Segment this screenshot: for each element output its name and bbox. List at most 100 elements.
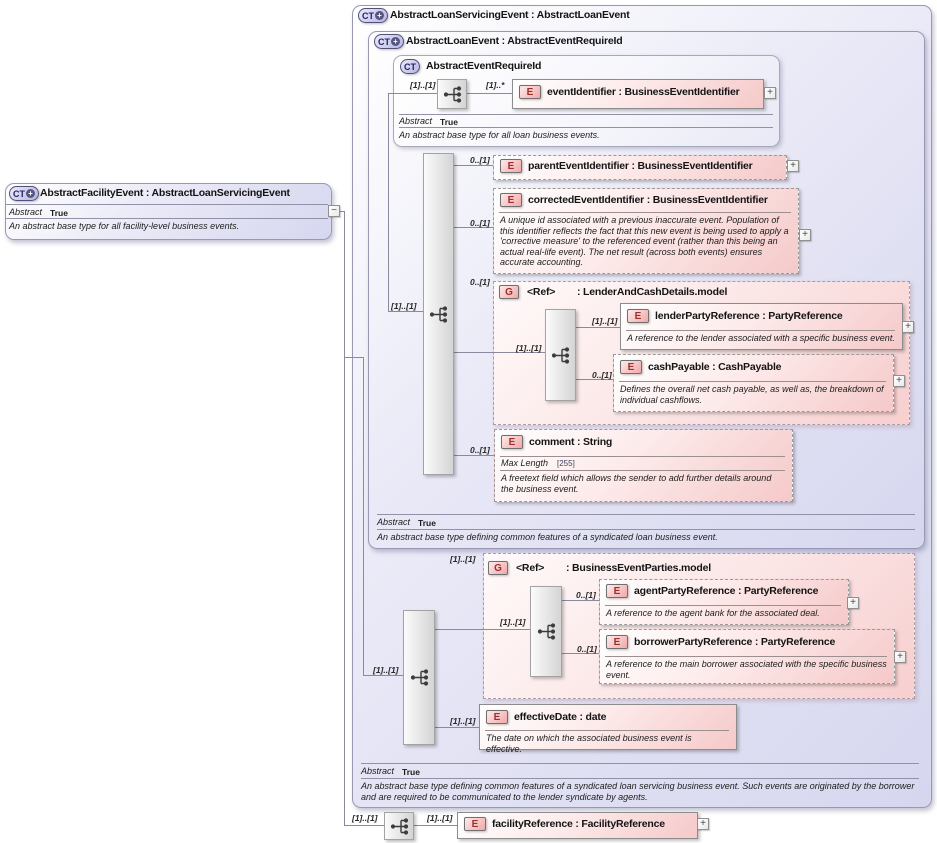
element-label: cashPayable : CashPayable [648, 361, 782, 373]
cardinality-label: [1]..* [486, 80, 505, 90]
abstract-label: Abstract [377, 517, 411, 527]
group-icon: G [488, 561, 508, 575]
expand-button[interactable]: + [799, 229, 811, 241]
divider [6, 204, 328, 205]
connector-line [574, 379, 613, 380]
element-label: parentEventIdentifier : BusinessEventIde… [528, 160, 753, 172]
element-cash-payable[interactable] [613, 354, 894, 412]
divider [399, 127, 773, 128]
connector-line [412, 825, 457, 826]
element-description: A reference to the lender associated wit… [627, 333, 895, 343]
connector-line [344, 211, 345, 825]
cardinality-label: [1]..[1] [500, 617, 526, 627]
group-ref-label: <Ref> [516, 562, 545, 574]
expand-button[interactable]: + [787, 160, 799, 172]
loan-event-description: An abstract base type defining common fe… [377, 532, 718, 542]
connector-line [339, 211, 345, 212]
divider [619, 381, 886, 382]
connector-line [560, 600, 599, 601]
expand-button[interactable]: + [894, 651, 906, 663]
element-label: eventIdentifier : BusinessEventIdentifie… [547, 86, 740, 98]
element-icon: E [606, 635, 628, 649]
abstract-value: True [440, 117, 458, 127]
element-label: correctedEventIdentifier : BusinessEvent… [528, 194, 768, 206]
element-event-identifier[interactable] [512, 79, 764, 109]
divider [377, 529, 915, 530]
element-parent-event-identifier[interactable] [493, 155, 787, 180]
abstract-value: True [402, 767, 420, 777]
cardinality-label: [1]..[1] [592, 316, 618, 326]
element-description: A unique id associated with a previous i… [500, 215, 789, 267]
element-comment[interactable] [494, 429, 793, 502]
expand-button[interactable]: + [697, 818, 709, 830]
expand-button[interactable]: + [764, 87, 776, 99]
cardinality-label: 0..[1] [470, 218, 490, 228]
element-label: lenderPartyReference : PartyReference [655, 310, 843, 322]
divider [605, 605, 841, 606]
element-icon: E [501, 435, 523, 449]
element-label: effectiveDate : date [514, 711, 607, 723]
connector-line [388, 93, 443, 94]
connector-line [433, 629, 530, 630]
group-icon: G [499, 285, 519, 299]
complex-type-icon: CT + [9, 186, 39, 201]
element-description: A reference to the main borrower associa… [606, 659, 887, 680]
abstract-value: True [50, 208, 68, 218]
element-description: The date on which the associated busines… [486, 733, 692, 754]
divider [6, 218, 328, 219]
connector-line [344, 825, 384, 826]
divider [399, 114, 773, 115]
divider [605, 656, 887, 657]
element-icon: E [464, 817, 486, 831]
element-icon: E [519, 85, 541, 99]
complex-type-icon: CT + [374, 34, 404, 49]
expand-button[interactable]: + [847, 597, 859, 609]
connector-line [452, 455, 494, 456]
event-require-id-description: An abstract base type for all loan busin… [399, 130, 600, 140]
connector-line [388, 93, 389, 311]
connector-line [344, 357, 363, 358]
divider [626, 330, 895, 331]
derived-type-plus-icon: + [26, 189, 35, 198]
element-icon: E [500, 193, 522, 207]
max-length-value: [255] [557, 459, 575, 468]
divider [485, 730, 729, 731]
element-effective-date[interactable] [479, 704, 737, 750]
collapse-button[interactable]: − [328, 205, 340, 217]
element-description: Defines the overall net cash payable, as… [620, 384, 884, 405]
expand-button[interactable]: + [893, 375, 905, 387]
sequence-bar [403, 610, 435, 745]
derived-type-plus-icon: + [375, 11, 384, 20]
sequence-icon [443, 85, 461, 103]
element-icon: E [627, 309, 649, 323]
group-ref-label: <Ref> [527, 286, 556, 298]
ct-badge-label: CT [13, 188, 25, 199]
element-lender-party-reference[interactable] [620, 303, 903, 350]
connector-line [560, 653, 599, 654]
cardinality-label: [1]..[1] [410, 80, 436, 90]
cardinality-label: 0..[1] [592, 370, 612, 380]
element-icon: E [486, 710, 508, 724]
cardinality-label: 0..[1] [470, 155, 490, 165]
element-label: facilityReference : FacilityReference [492, 818, 665, 830]
abstract-value: True [418, 518, 436, 528]
facility-event-description: An abstract base type for all facility-l… [9, 221, 240, 231]
connector-line [452, 165, 493, 166]
element-corrected-event-identifier[interactable] [493, 188, 799, 274]
complex-type-abstract-facility-event [5, 183, 332, 240]
cardinality-label: 0..[1] [470, 445, 490, 455]
expand-button[interactable]: + [902, 321, 914, 333]
element-agent-party-reference[interactable] [599, 579, 849, 625]
divider [361, 763, 919, 764]
abstract-label: Abstract [399, 116, 433, 126]
cardinality-label: [1]..[1] [427, 813, 453, 823]
ct-badge-label: CT [404, 61, 416, 72]
ct-badge-label: CT [362, 10, 374, 21]
connector-line [388, 311, 423, 312]
element-label: borrowerPartyReference : PartyReference [634, 636, 836, 648]
cardinality-label: [1]..[1] [391, 301, 417, 311]
sequence-bar [530, 586, 562, 677]
connector-line [363, 675, 403, 676]
element-description: A reference to the agent bank for the as… [606, 608, 820, 618]
